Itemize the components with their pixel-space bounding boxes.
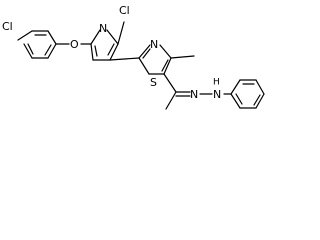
pyridine-cl-bond <box>117 21 125 45</box>
o-atom-ether: O <box>70 38 79 51</box>
h-atom-nh: H <box>213 78 220 88</box>
n-atom-thiazole: N <box>150 38 158 51</box>
phenyl-ring <box>230 79 265 109</box>
n-atom-hydrazone-2: N <box>213 88 221 101</box>
s-atom-thiazole: S <box>150 76 157 89</box>
pyridine-ring <box>90 29 119 61</box>
chlorophenyl-ring <box>17 30 57 59</box>
cl-atom-left: Cl <box>2 20 13 33</box>
thiazole-chain-bond <box>163 73 177 93</box>
methyl-branch-bond <box>165 91 177 110</box>
n-atom-hydrazone-1: N <box>190 88 198 101</box>
n-atom-pyridine: N <box>99 22 107 35</box>
thiazole-ring <box>138 44 172 75</box>
chemical-structure-diagram: Cl O N Cl N S N N H <box>2 4 265 110</box>
cl-atom-top: Cl <box>119 4 130 17</box>
pyridine-thiazole-bond <box>109 57 140 61</box>
thiazole-methyl-bond <box>170 55 195 59</box>
